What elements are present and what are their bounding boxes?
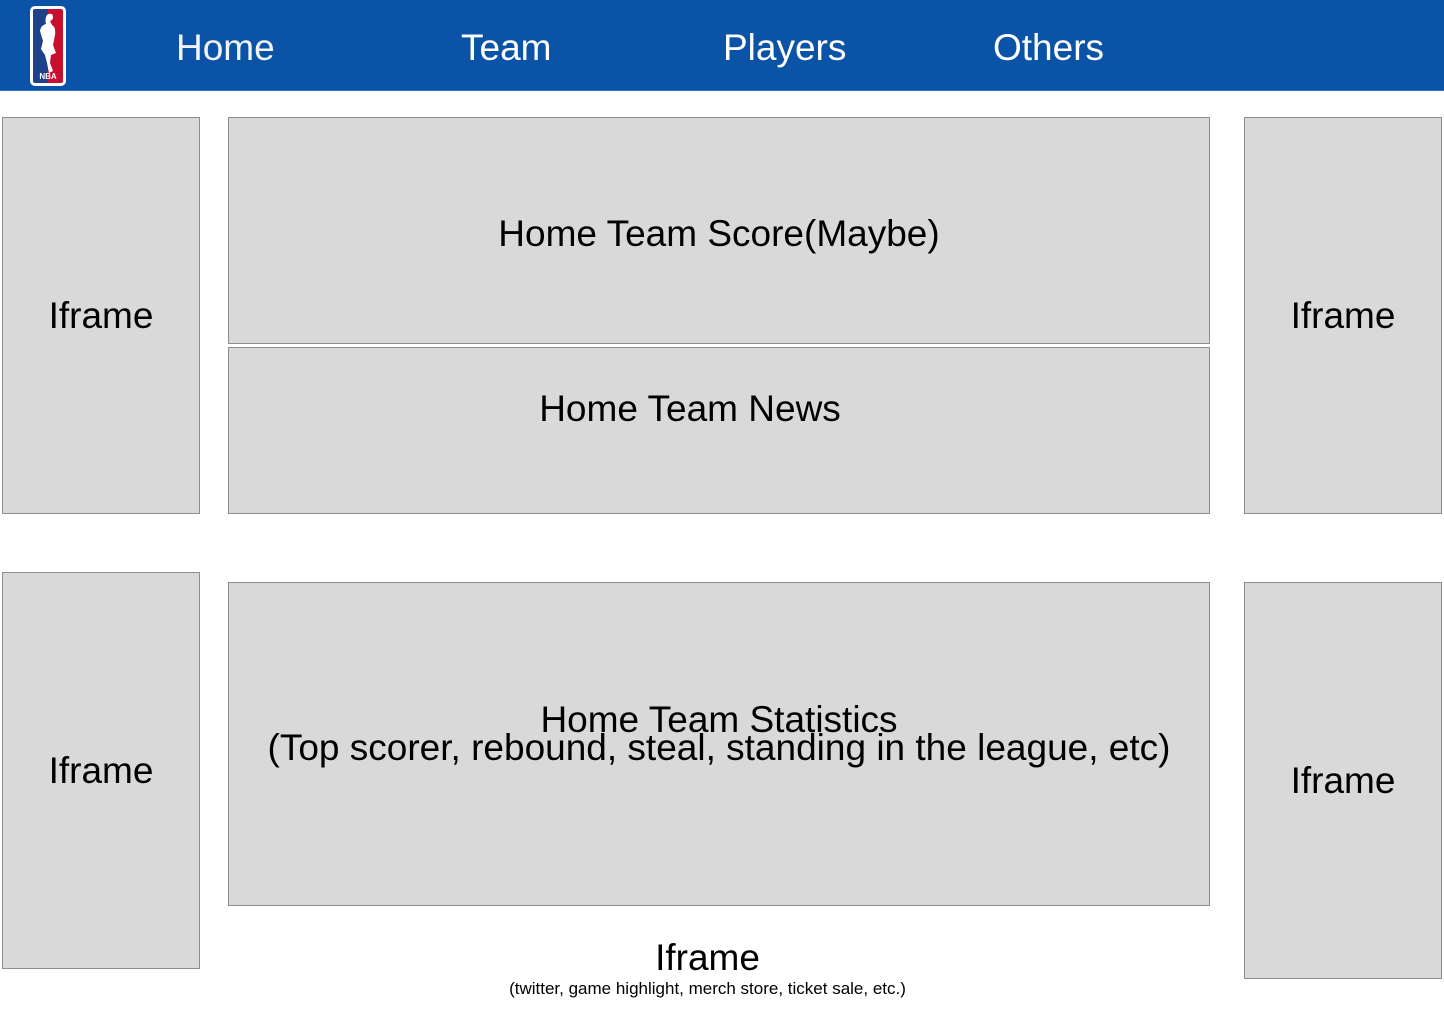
home-team-score-label: Home Team Score(Maybe) (498, 213, 940, 254)
iframe-label: Iframe (1290, 759, 1396, 801)
iframe-left-bottom[interactable]: Iframe (2, 572, 200, 969)
logo-text: NBA (39, 72, 57, 81)
home-team-statistics-panel: Home Team Statistics (Top scorer, reboun… (228, 582, 1210, 906)
bottom-iframe-note: (twitter, game highlight, merch store, t… (509, 979, 906, 998)
top-nav-bar: NBA Home Team Players Others (0, 0, 1444, 91)
home-team-score-panel: Home Team Score(Maybe) (228, 117, 1210, 344)
iframe-left-top[interactable]: Iframe (2, 117, 200, 514)
iframe-label: Iframe (48, 749, 154, 791)
nba-logo-icon[interactable]: NBA (29, 5, 67, 87)
home-team-news-panel: Home Team News (228, 347, 1210, 514)
bottom-iframe-title: Iframe (655, 937, 760, 978)
iframe-label: Iframe (1290, 294, 1396, 336)
iframe-right-bottom[interactable]: Iframe (1244, 582, 1442, 979)
nav-item-team[interactable]: Team (461, 27, 552, 68)
bottom-iframe-caption: Iframe (twitter, game highlight, merch s… (400, 934, 1015, 1000)
iframe-right-top[interactable]: Iframe (1244, 117, 1442, 514)
nav-item-others[interactable]: Others (993, 27, 1105, 68)
iframe-label: Iframe (48, 294, 154, 336)
nav-item-players[interactable]: Players (723, 27, 847, 68)
home-team-news-label: Home Team News (539, 388, 841, 429)
nav-item-home[interactable]: Home (176, 27, 275, 68)
home-team-statistics-subtitle: (Top scorer, rebound, steal, standing in… (267, 727, 1171, 768)
home-team-statistics-title: Home Team Statistics (540, 699, 898, 740)
